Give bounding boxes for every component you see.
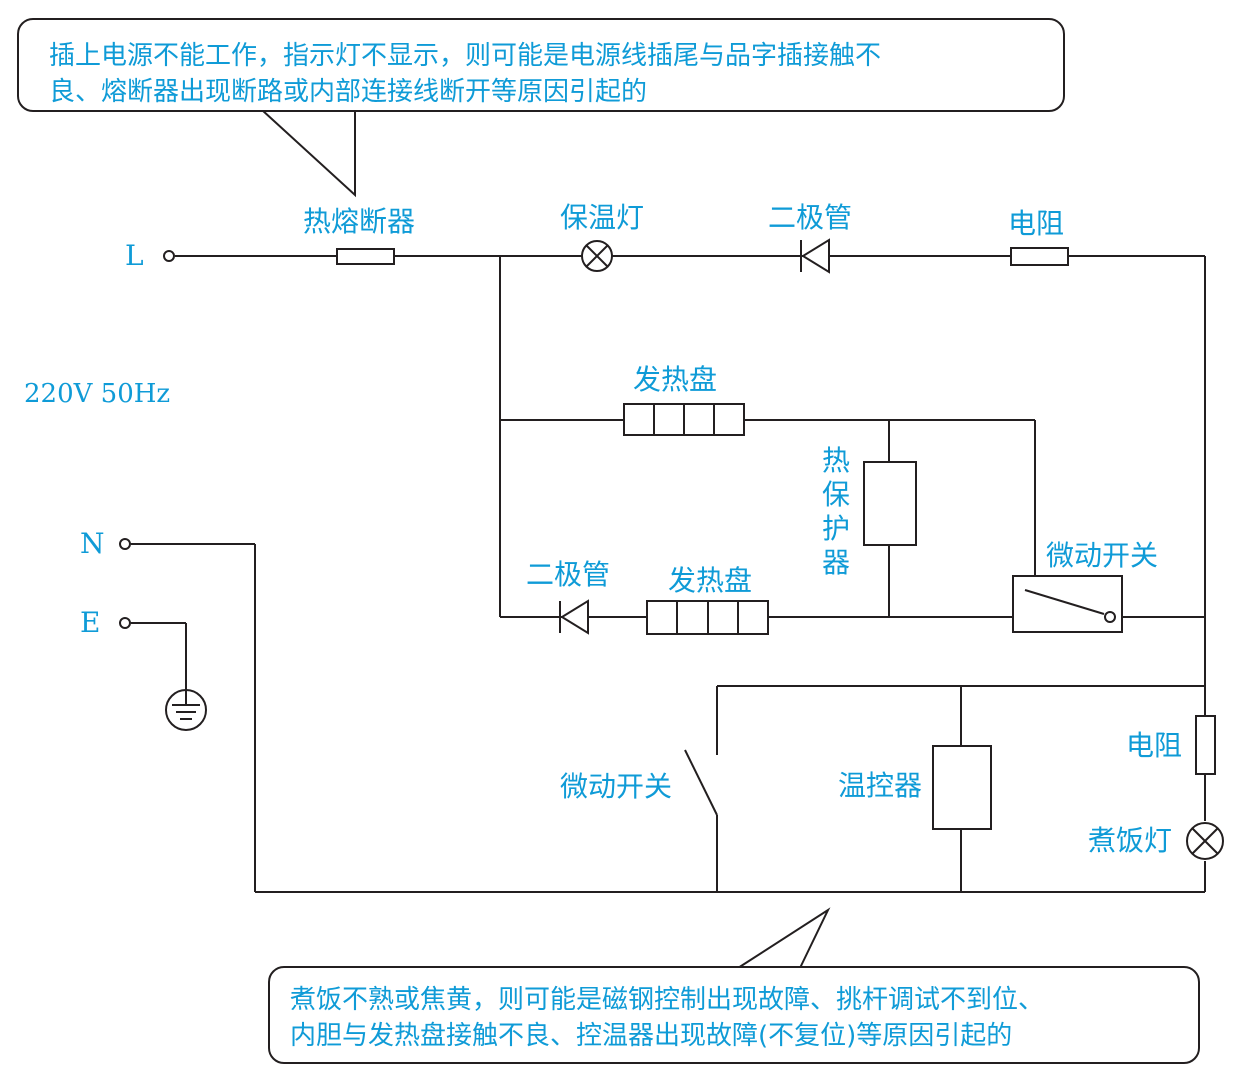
micro-switch-right-label: 微动开关	[1046, 539, 1158, 572]
terminal-n	[119, 538, 131, 550]
diode-lower-label: 二极管	[526, 558, 610, 591]
resistor-top-label: 电阻	[1008, 207, 1064, 240]
cooking-lamp-label: 煮饭灯	[1088, 824, 1172, 857]
thermal-protector-symbol	[863, 461, 917, 546]
terminal-l	[163, 250, 175, 262]
ground-icon	[165, 689, 207, 731]
thermostat-label: 温控器	[838, 769, 922, 802]
thermal-protector-char: 护	[822, 512, 850, 545]
terminal-e-label: E	[80, 606, 100, 639]
diode-top-icon	[800, 238, 830, 274]
bottom-callout-tail	[737, 907, 831, 969]
terminal-e	[119, 617, 131, 629]
diode-top-label: 二极管	[768, 201, 852, 234]
terminal-n-label: N	[80, 527, 105, 560]
heating-plate-lower-symbol	[646, 600, 769, 635]
top-callout-line-2: 良、熔断器出现断路或内部连接线断开等原因引起的	[49, 77, 648, 107]
resistor-top-symbol	[1010, 247, 1069, 266]
diode-lower-icon	[559, 599, 589, 635]
bottom-callout-line-1: 煮饭不熟或焦黄，则可能是磁钢控制出现故障、挑杆调试不到位、	[290, 985, 1045, 1015]
micro-switch-bottom-symbol	[684, 749, 718, 816]
supply-label: 220V 50Hz	[24, 379, 170, 409]
bottom-callout-line-2: 内胆与发热盘接触不良、控温器出现故障(不复位)等原因引起的	[290, 1021, 1013, 1051]
thermal-protector-char: 热	[822, 444, 850, 477]
thermal-fuse-symbol	[336, 248, 395, 265]
thermal-protector-char: 器	[822, 546, 850, 579]
micro-switch-bottom-label: 微动开关	[560, 770, 672, 803]
wires	[131, 255, 1206, 893]
bottom-callout: 煮饭不熟或焦黄，则可能是磁钢控制出现故障、挑杆调试不到位、 内胆与发热盘接触不良…	[268, 966, 1200, 1064]
cooking-lamp-icon	[1186, 822, 1224, 860]
micro-switch-right-symbol	[1012, 575, 1123, 633]
keep-warm-lamp-label: 保温灯	[560, 201, 644, 234]
thermal-fuse-label: 热熔断器	[303, 205, 415, 238]
heating-plate-upper-label: 发热盘	[633, 363, 717, 396]
thermal-protector-label: 热 保 护 器	[822, 444, 850, 579]
top-callout-tail	[261, 109, 356, 198]
thermal-protector-char: 保	[822, 478, 850, 511]
terminal-l-label: L	[125, 239, 144, 272]
heating-plate-upper-symbol	[623, 403, 745, 436]
keep-warm-lamp-icon	[581, 240, 613, 272]
resistor-right-label: 电阻	[1126, 729, 1182, 762]
top-callout: 插上电源不能工作，指示灯不显示，则可能是电源线插尾与品字插接触不 良、熔断器出现…	[17, 18, 1065, 112]
top-callout-line-1: 插上电源不能工作，指示灯不显示，则可能是电源线插尾与品字插接触不	[49, 41, 882, 71]
heating-plate-lower-label: 发热盘	[668, 564, 752, 597]
thermostat-symbol	[932, 745, 992, 830]
resistor-right-symbol	[1195, 715, 1216, 775]
